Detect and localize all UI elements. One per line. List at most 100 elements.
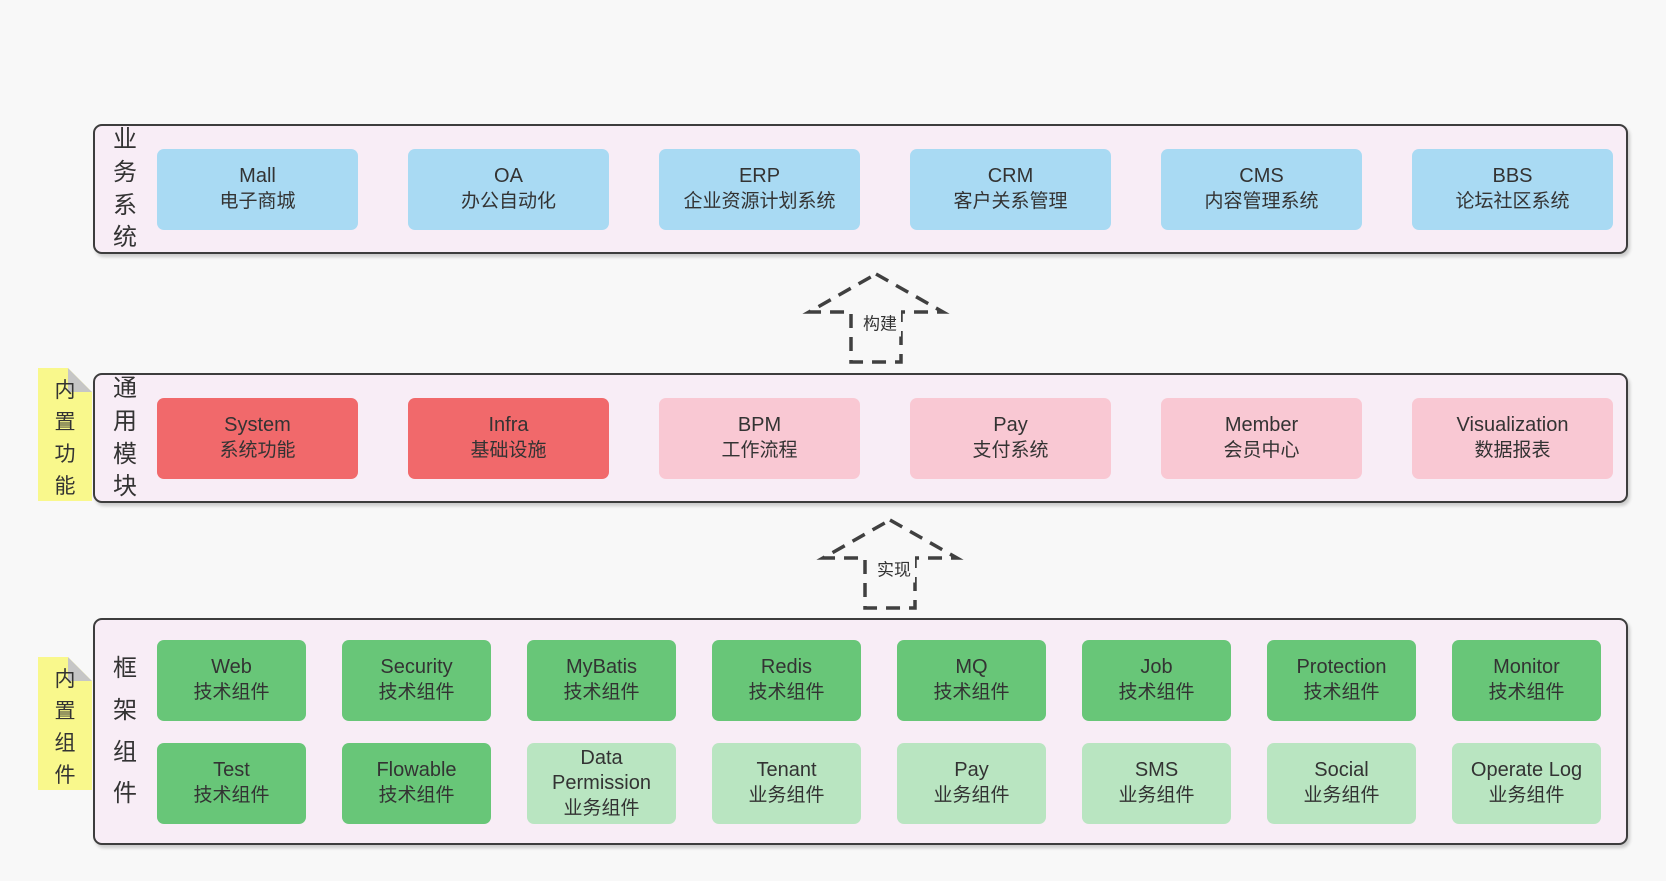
box-title: Visualization	[1456, 414, 1569, 436]
note-label: 内置组件	[38, 657, 92, 790]
panel-label-char: 统	[113, 224, 137, 252]
box-title: Security	[380, 656, 453, 678]
panel-label-char: 组	[113, 738, 137, 766]
box-subtitle: 业务组件	[933, 785, 1010, 806]
box-subtitle: 内容管理系统	[1204, 191, 1319, 212]
box-title: Mall	[239, 165, 276, 187]
box-title: Flowable	[376, 759, 457, 781]
box-title: Redis	[760, 656, 813, 678]
box-subtitle: 基础设施	[470, 440, 547, 461]
box-title: System	[224, 414, 291, 436]
box-subtitle: 技术组件	[1118, 682, 1195, 703]
box-subtitle: 技术组件	[378, 682, 455, 703]
box-security: Security 技术组件	[342, 639, 491, 721]
box-test: Test 技术组件	[157, 742, 306, 824]
panel-label-char: 块	[113, 473, 137, 501]
sticky-note-built-in-components: 内置组件	[38, 657, 92, 790]
note-label-char: 内	[54, 667, 76, 691]
dashed-up-arrow-icon	[802, 271, 950, 364]
note-label-char: 件	[54, 764, 76, 788]
box-subtitle: 技术组件	[1488, 682, 1565, 703]
panel-label-char: 务	[113, 158, 137, 186]
box-title: Pay	[954, 759, 989, 781]
box-title: MQ	[955, 656, 988, 678]
box-title: Pay	[993, 414, 1028, 436]
box-subtitle: 技术组件	[933, 682, 1010, 703]
box-title: BBS	[1492, 165, 1533, 187]
note-label-char: 置	[54, 699, 76, 723]
box-title: ERP	[738, 165, 781, 187]
box-visualization: Visualization 数据报表	[1412, 397, 1613, 479]
box-title: Protection	[1296, 656, 1387, 678]
box-subtitle: 技术组件	[193, 785, 270, 806]
box-subtitle: 工作流程	[721, 440, 798, 461]
box-subtitle: 业务组件	[748, 785, 825, 806]
box-subtitle: 会员中心	[1223, 440, 1300, 461]
box-title: Job	[1140, 656, 1173, 678]
box-title: CMS	[1239, 165, 1284, 187]
box-bpm: BPM 工作流程	[659, 397, 860, 479]
panel-label-char: 业	[113, 126, 137, 154]
box-title: BPM	[737, 414, 782, 436]
panel-label-char: 用	[113, 407, 137, 435]
note-label-char: 能	[54, 475, 76, 499]
dashed-up-arrow-icon	[816, 517, 964, 610]
box-subtitle: 办公自动化	[460, 191, 556, 212]
box-subtitle: 论坛社区系统	[1455, 191, 1570, 212]
box-monitor: Monitor 技术组件	[1452, 639, 1601, 721]
box-flowable: Flowable 技术组件	[342, 742, 491, 824]
arrow-up-build: 构建	[800, 268, 960, 370]
note-label-char: 功	[54, 443, 76, 466]
box-title: Social	[1314, 759, 1369, 781]
box-subtitle: 技术组件	[1303, 682, 1380, 703]
box-data-permission: Data Permission 业务组件	[527, 742, 676, 824]
panel-label: 业务系统	[105, 126, 145, 251]
box-system: System 系统功能	[157, 397, 358, 479]
arrow-up-implement: 实现	[814, 514, 974, 616]
box-subtitle: 系统功能	[219, 440, 296, 461]
box-pay: Pay 业务组件	[897, 742, 1046, 824]
panel-label-char: 系	[113, 191, 137, 219]
panel-label-char: 架	[113, 696, 137, 724]
box-title: Monitor	[1493, 656, 1560, 678]
panel-label: 框架组件	[105, 655, 145, 807]
note-label-char: 置	[54, 410, 76, 434]
panel-label-char: 件	[113, 780, 137, 808]
note-label-char: 组	[54, 732, 76, 755]
box-title: Test	[213, 759, 250, 781]
panel-label-char: 通	[113, 375, 137, 403]
box-pay: Pay 支付系统	[910, 397, 1111, 479]
box-subtitle: 业务组件	[563, 797, 640, 819]
box-subtitle: 业务组件	[1303, 785, 1380, 806]
note-label: 内置功能	[38, 368, 92, 501]
box-subtitle: 数据报表	[1474, 440, 1551, 461]
panel-label-char: 框	[113, 655, 137, 683]
box-subtitle: 电子商城	[219, 191, 296, 212]
box-subtitle: 支付系统	[972, 440, 1049, 461]
box-bbs: BBS 论坛社区系统	[1412, 148, 1613, 230]
arrow-label: 构建	[859, 307, 901, 337]
box-title: Data Permission	[552, 746, 651, 794]
box-title: Web	[211, 656, 252, 678]
box-title: Operate Log	[1470, 759, 1583, 781]
panel-label-char: 模	[113, 440, 137, 468]
box-subtitle: 技术组件	[378, 785, 455, 806]
box-subtitle: 业务组件	[1488, 785, 1565, 806]
box-mall: Mall 电子商城	[157, 148, 358, 230]
